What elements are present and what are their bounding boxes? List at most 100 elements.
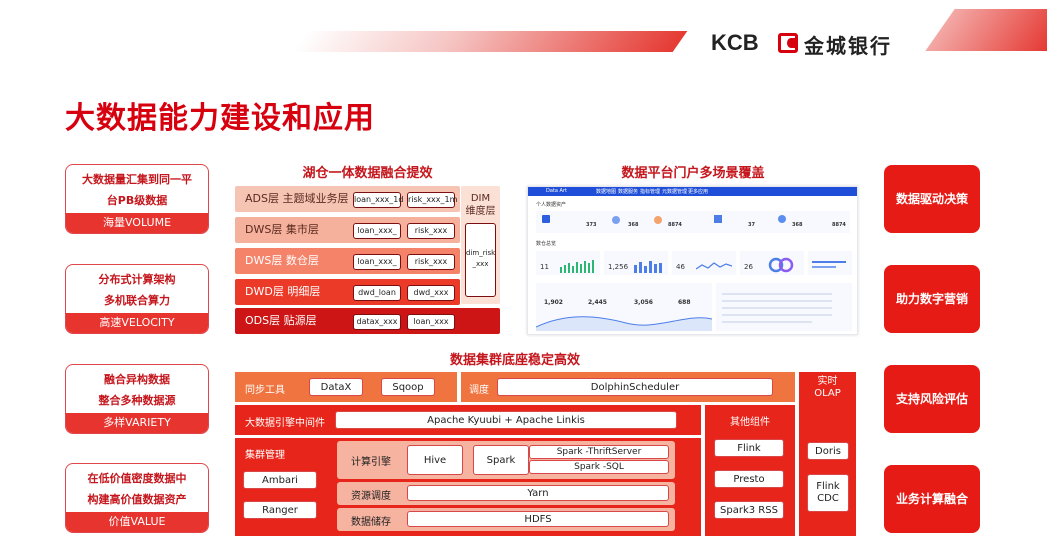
portal-nav-2[interactable]: 指标管理 (640, 189, 661, 195)
portal-nav-3[interactable]: 元数据管理 (662, 189, 688, 195)
table-chip: risk_xxx (407, 254, 455, 270)
layer-label: DWS层 数仓层 (245, 254, 319, 267)
asset-stats-row: 373 368 8874 37 368 8874 (536, 211, 850, 233)
overview-value: 26 (744, 263, 753, 271)
table-chip: loan_xxx (407, 314, 455, 330)
bottom-value: 688 (678, 299, 691, 306)
page-title: 大数据能力建设和应用 (65, 101, 375, 136)
layer-ods: ODS层 贴源层 datax_xxx loan_xxx (235, 308, 500, 334)
layer-dws-warehouse: DWS层 数仓层 loan_xxx_ risk_xxx (235, 248, 460, 274)
card-line1: 分布式计算架构 (98, 273, 176, 286)
tool-ranger: Ranger (243, 501, 317, 519)
olap-label: 实时 OLAP (814, 376, 841, 399)
storage-row: 数据储存 HDFS (337, 508, 675, 531)
overview-value: 11 (540, 263, 549, 271)
logo-mark-icon (778, 33, 798, 53)
middleware-row: 大数据引擎中间件 Apache Kyuubi + Apache Linkis (235, 405, 701, 435)
mgmt-label: 集群管理 (245, 450, 285, 461)
tool-flink-cdc: Flink CDC (807, 474, 849, 512)
overview-card-5 (808, 251, 852, 275)
layer-dwd: DWD层 明细层 dwd_loan dwd_xxx (235, 279, 460, 305)
overview-card-1: 11 (536, 251, 600, 275)
lakehouse-header: 湖仓一体数据融合提效 (302, 166, 433, 181)
progress-line (812, 261, 846, 263)
stat-value: 368 (792, 222, 803, 228)
feature-card-velocity: 分布式计算架构 多机联合算力 高速VELOCITY (65, 264, 209, 334)
card-footer: 海量VOLUME (66, 213, 208, 233)
layer-label: DWS层 集市层 (245, 223, 319, 236)
list-line (722, 293, 832, 295)
schedule-row: 调度 DolphinScheduler (461, 372, 795, 402)
dim-layer-title: DIM 维度层 (465, 193, 496, 217)
bottom-value: 2,445 (588, 299, 607, 306)
card-line1: 在低价值密度数据中 (87, 472, 187, 485)
asset-icon (612, 216, 620, 224)
feature-card-volume: 大数据量汇集到同一平 台PB级数据 海量VOLUME (65, 164, 209, 234)
other-label: 其他组件 (730, 417, 770, 428)
portal-topbar: Data Art 数据地图 数据服务 指标管理 元数据管理 更多应用 (528, 187, 857, 196)
asset-icon (778, 215, 786, 223)
tool-datax: DataX (309, 378, 363, 396)
list-line (722, 300, 832, 302)
card-line1: 融合异构数据 (104, 373, 170, 386)
other-components-column: 其他组件 Flink Presto Spark3 RSS (705, 405, 795, 536)
logo-latin: KCB (711, 30, 759, 55)
olap-column: 实时 OLAP Doris Flink CDC (799, 372, 856, 536)
portal-app-name: Data Art (546, 188, 567, 194)
bottom-chart-panel: 1,902 2,445 3,056 688 (536, 283, 712, 331)
portal-section-overview: 数仓总览 (536, 241, 557, 247)
card-line2: 构建高价值数据资产 (87, 493, 187, 506)
bottom-value: 3,056 (634, 299, 653, 306)
dim-layer: DIM 维度层 dim_risk _xxx (461, 186, 500, 304)
table-chip: dwd_loan (353, 285, 401, 301)
asset-icon (542, 215, 550, 223)
sync-label: 同步工具 (245, 385, 285, 396)
stat-value: 37 (748, 222, 755, 228)
tool-spark-sql: Spark -SQL (529, 460, 669, 474)
tool-spark-thriftserver: Spark -ThriftServer (529, 445, 669, 459)
tool-presto: Presto (714, 470, 784, 488)
card-line2: 台PB级数据 (106, 194, 168, 207)
portal-nav-4[interactable]: 更多应用 (688, 189, 709, 195)
progress-line (812, 266, 836, 268)
tool-kyuubi-linkis: Apache Kyuubi + Apache Linkis (335, 411, 677, 429)
tool-spark3-rss: Spark3 RSS (714, 501, 784, 519)
outcome-card-decision: 数据驱动决策 (884, 165, 980, 233)
tool-dolphinscheduler: DolphinScheduler (497, 378, 773, 396)
outcome-card-business: 业务计算融合 (884, 465, 980, 533)
logo-chinese: 金城银行 (804, 34, 892, 58)
line-sparkline (696, 262, 732, 270)
tool-doris: Doris (807, 442, 849, 460)
portal-nav-0[interactable]: 数据地图 (596, 189, 617, 195)
compute-engine-row: 计算引擎 Hive Spark Spark -ThriftServer Spar… (337, 441, 675, 479)
overview-card-4: 26 (740, 251, 804, 275)
stat-value: 373 (586, 222, 597, 228)
table-chip: risk_xxx_1m (407, 192, 457, 208)
outcome-card-marketing: 助力数字营销 (884, 265, 980, 333)
overview-card-3: 46 (672, 251, 736, 275)
table-chip: risk_xxx (407, 223, 455, 239)
dim-table-chip: dim_risk _xxx (465, 223, 496, 297)
tool-flink: Flink (714, 439, 784, 457)
layer-label: DWD层 明细层 (245, 285, 321, 298)
portal-nav-1[interactable]: 数据服务 (618, 189, 639, 195)
tool-spark: Spark (473, 445, 529, 475)
layer-label: ADS层 主题域业务层 (245, 192, 349, 205)
list-line (722, 307, 832, 309)
middleware-label: 大数据引擎中间件 (245, 418, 325, 429)
portal-section-assets: 个人数据资产 (536, 202, 567, 208)
tool-sqoop: Sqoop (381, 378, 435, 396)
card-line2: 整合多种数据源 (98, 394, 176, 407)
bar-sparkline (560, 260, 594, 273)
card-line1: 大数据量汇集到同一平 (82, 173, 192, 186)
table-chip: loan_xxx_ (353, 223, 401, 239)
table-chip: datax_xxx (353, 314, 401, 330)
bar-sparkline (634, 261, 662, 273)
overview-value: 46 (676, 263, 685, 271)
stat-value: 368 (628, 222, 639, 228)
card-footer: 多样VARIETY (66, 413, 208, 433)
card-footer: 高速VELOCITY (66, 313, 208, 333)
compute-label: 计算引擎 (351, 457, 391, 468)
tool-ambari: Ambari (243, 471, 317, 489)
list-line (722, 314, 832, 316)
